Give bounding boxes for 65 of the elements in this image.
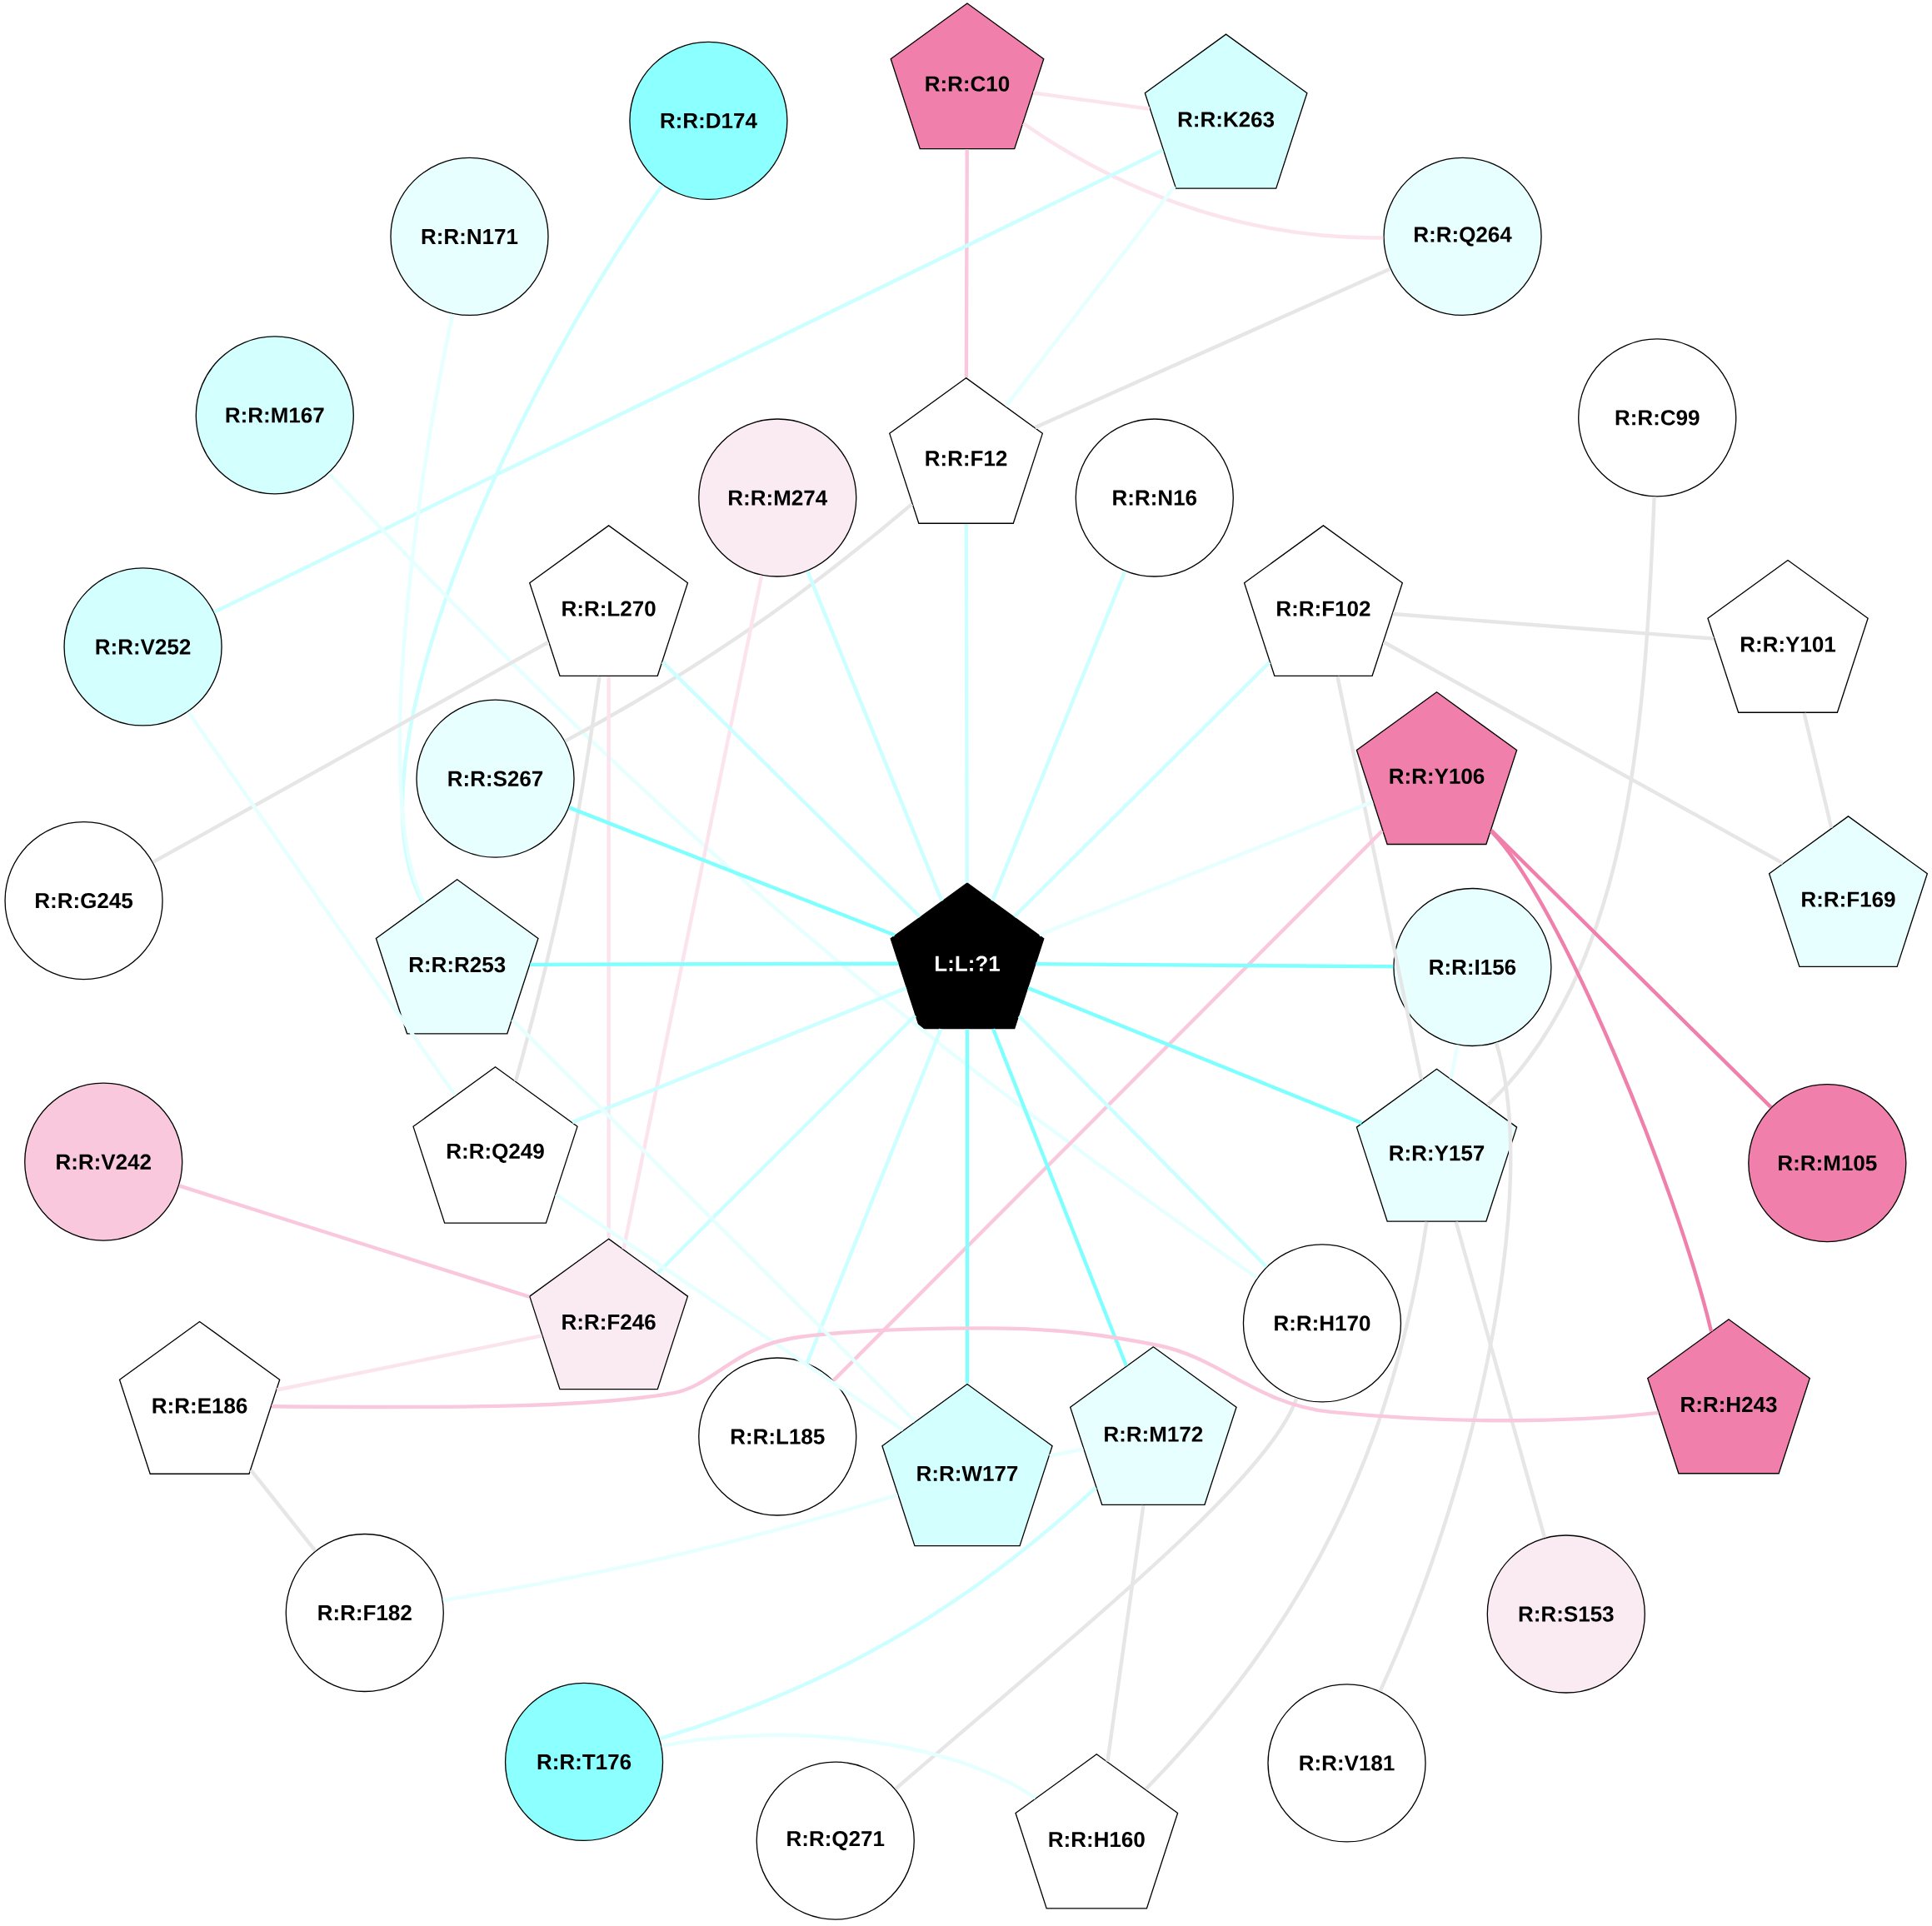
connector-line xyxy=(1144,1221,1429,1791)
connector-line xyxy=(213,148,1164,614)
connector-line xyxy=(964,523,969,883)
connector-line xyxy=(1004,185,1176,407)
connector-line xyxy=(991,1028,1128,1367)
residue-pentagon: R:R:L270 xyxy=(528,525,689,676)
connector-line xyxy=(656,1014,917,1275)
connector-line xyxy=(1032,91,1151,111)
connector-line xyxy=(1490,829,1773,1109)
connector-line xyxy=(659,1486,1097,1741)
connector-line xyxy=(1049,1447,1084,1459)
connector-line xyxy=(511,1018,916,1423)
connector-line xyxy=(397,313,455,904)
connector-line xyxy=(894,1397,1299,1791)
connector-line xyxy=(1017,1015,1268,1269)
connector-line xyxy=(271,1326,1659,1423)
connector-line xyxy=(572,985,907,1125)
connector-line xyxy=(1449,1045,1460,1080)
connector-line xyxy=(1036,961,1394,969)
connector-line xyxy=(1022,122,1384,240)
residue-pentagon: R:R:Y101 xyxy=(1707,559,1869,713)
connector-line xyxy=(187,711,457,1097)
connector-line xyxy=(965,1029,970,1384)
connector-line xyxy=(564,502,914,743)
residue-pentagon: R:R:W177 xyxy=(881,1383,1053,1547)
connector-line xyxy=(964,149,969,378)
residue-pentagon: R:R:Y157 xyxy=(1355,1068,1518,1222)
connector-line xyxy=(1335,676,1424,1080)
connector-line xyxy=(805,1028,943,1364)
connector-line xyxy=(555,1192,905,1432)
connector-line xyxy=(513,676,602,1082)
residue-pentagon: R:R:E186 xyxy=(118,1320,281,1474)
connector-line xyxy=(1034,267,1391,430)
connector-line xyxy=(327,472,1259,1280)
connector-line xyxy=(568,806,896,937)
connector-line xyxy=(661,1733,1036,1800)
connector-line xyxy=(249,1469,317,1552)
residue-pentagon: R:R:H160 xyxy=(1015,1754,1179,1909)
connector-line xyxy=(1012,661,1271,918)
connector-line xyxy=(152,641,550,864)
residue-pentagon: R:R:C10 xyxy=(890,2,1045,150)
connector-line xyxy=(607,676,611,1239)
connector-line xyxy=(401,183,664,905)
connector-line xyxy=(1490,830,1714,1332)
connector-line xyxy=(806,570,944,902)
connector-line xyxy=(530,961,899,967)
residue-pentagon: R:R:F246 xyxy=(528,1238,689,1390)
connector-line xyxy=(1378,1042,1513,1692)
connector-line xyxy=(622,575,764,1250)
connector-line xyxy=(1392,611,1715,641)
connector-line xyxy=(1485,496,1656,1107)
connector-line xyxy=(442,1493,898,1603)
connector-line xyxy=(178,1184,530,1299)
connector-line xyxy=(991,570,1127,902)
connector-line xyxy=(1454,1221,1547,1539)
connector-line xyxy=(1802,712,1834,829)
connector-line xyxy=(831,829,1384,1382)
connector-line xyxy=(1038,800,1374,937)
connector-line xyxy=(1027,986,1363,1125)
ligand-pentagon: L:L:?1 xyxy=(890,882,1045,1030)
connector-line xyxy=(277,1334,542,1392)
connector-line xyxy=(1382,640,1784,866)
residue-pentagon: R:R:K263 xyxy=(1144,33,1308,189)
connector-line xyxy=(661,661,921,918)
connector-line xyxy=(1106,1504,1146,1762)
